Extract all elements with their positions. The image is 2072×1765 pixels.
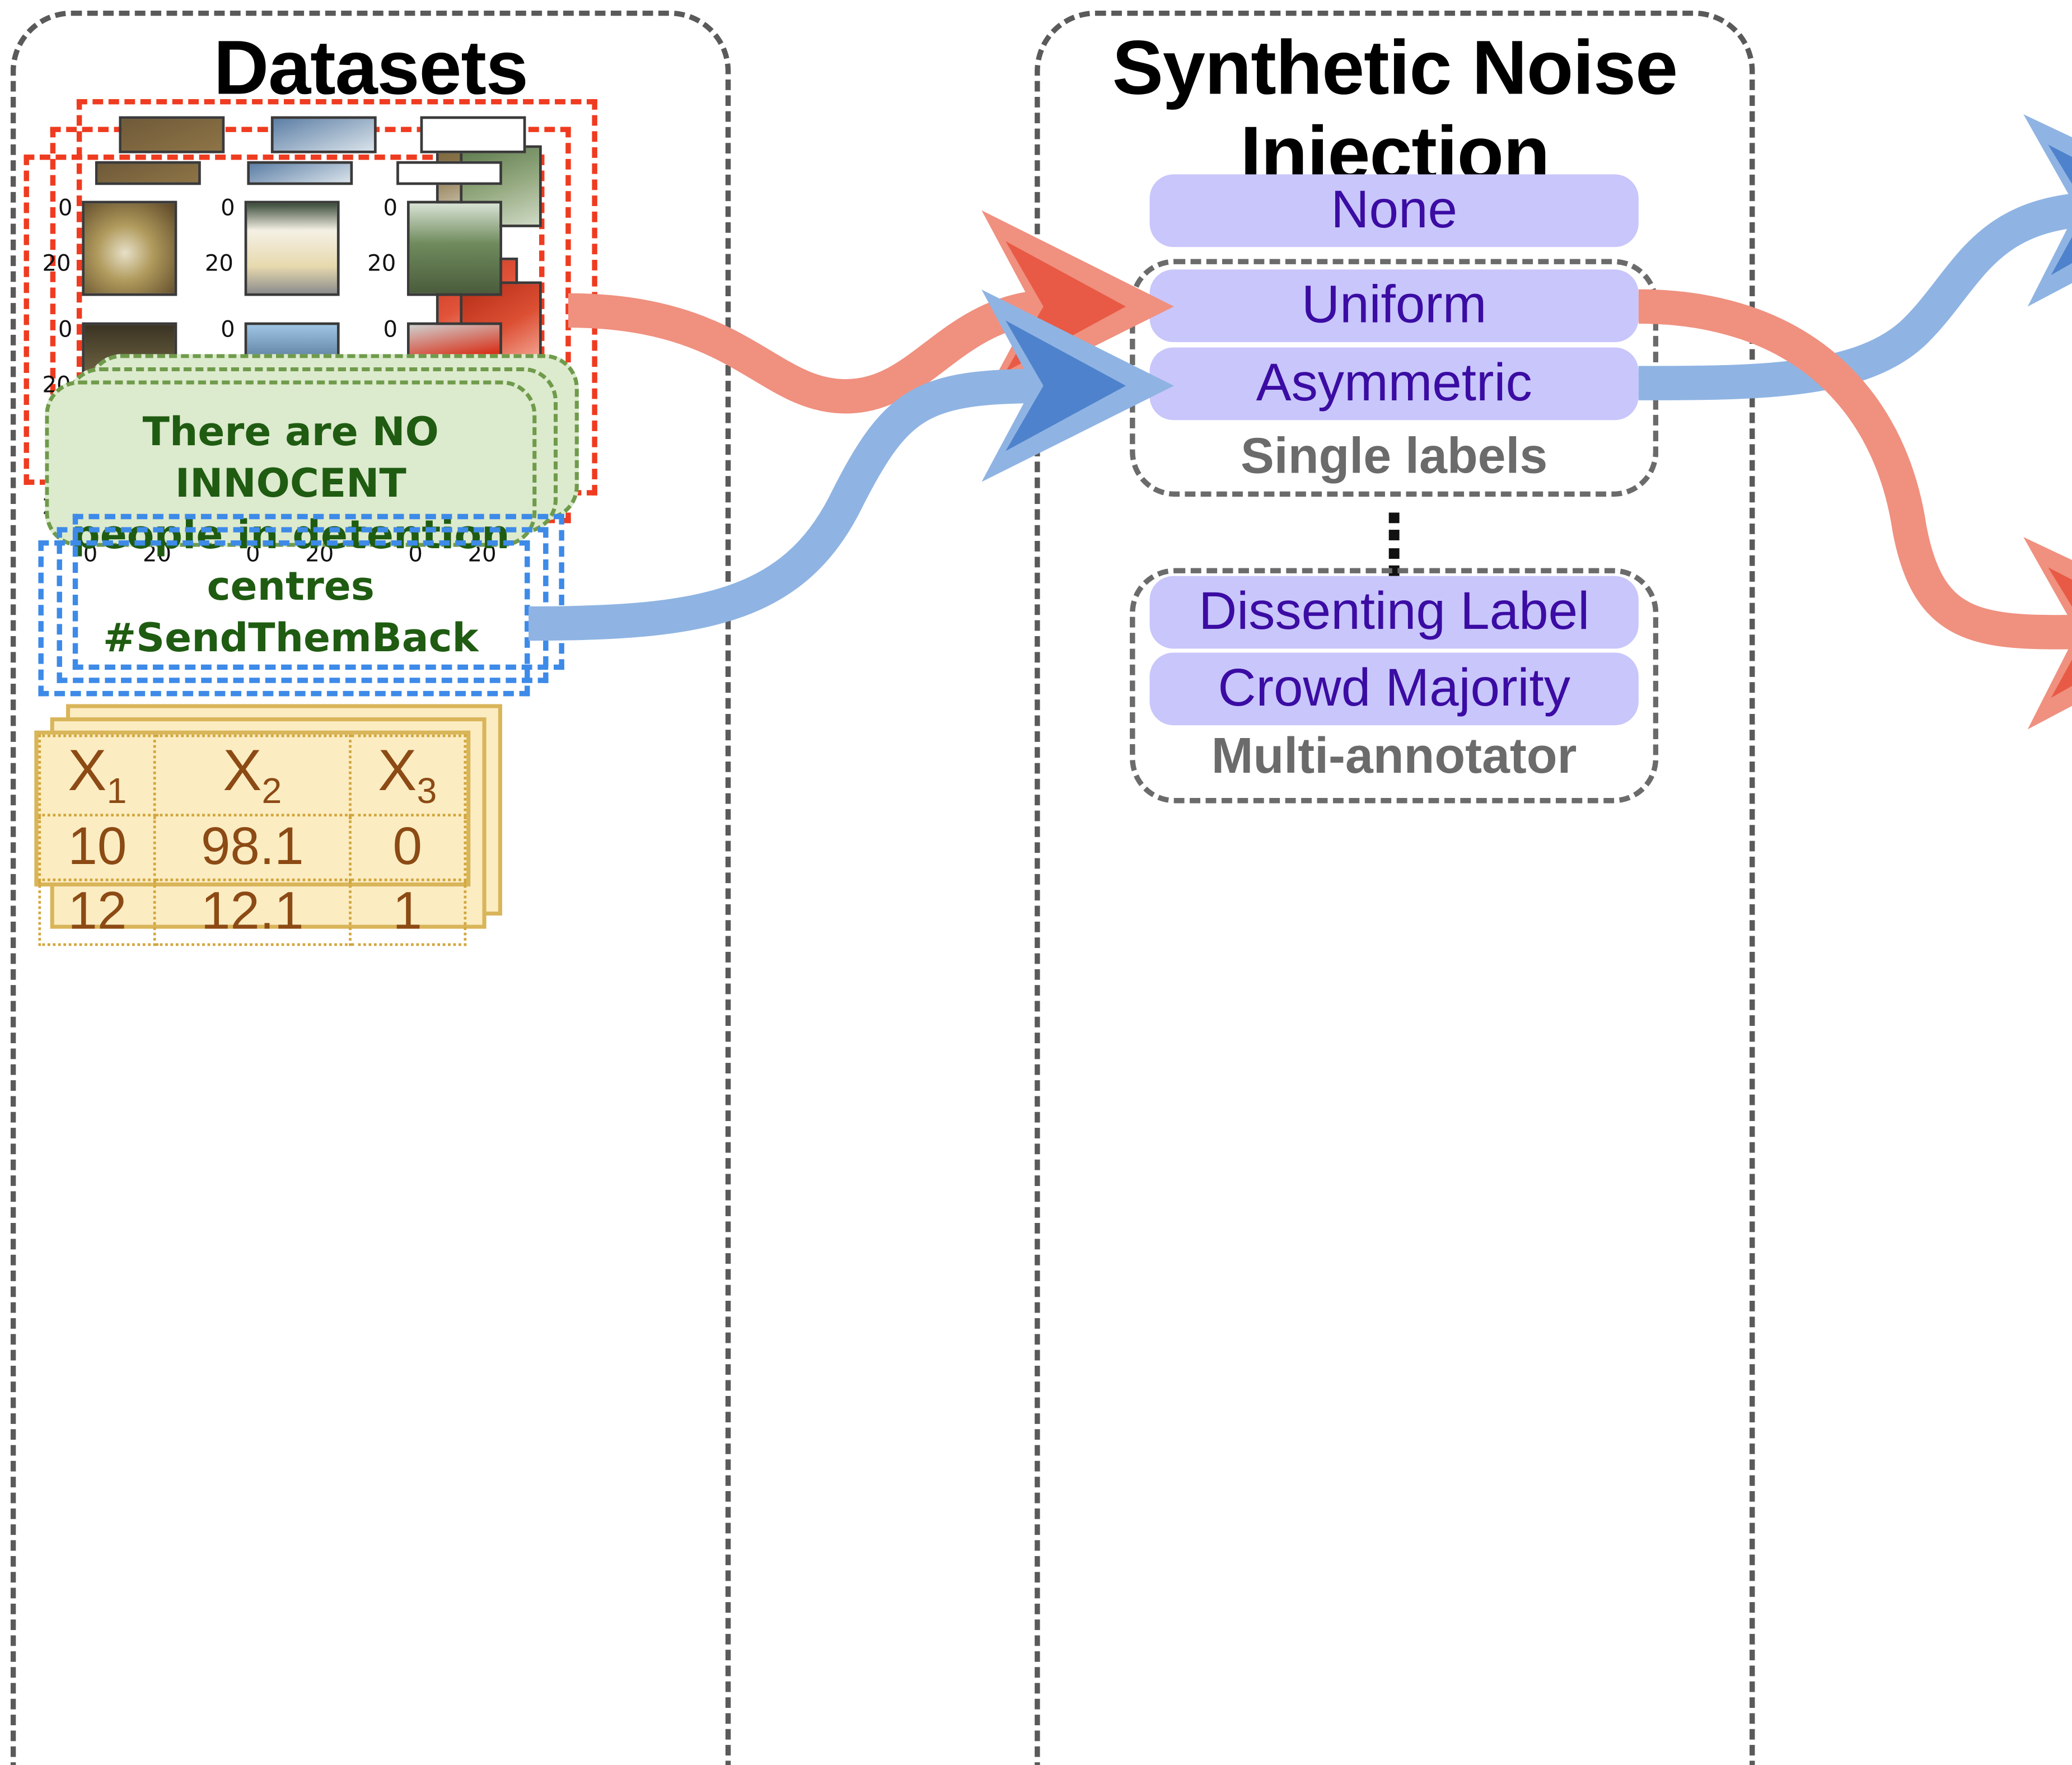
cifar-thumb-strip-4: [95, 161, 201, 185]
table-header-x2: X2: [155, 736, 350, 815]
table-cell: 98.1: [155, 815, 350, 880]
axis-tick-20-r1c3: 20: [367, 251, 396, 277]
group-label-single-labels: Single labels: [1130, 429, 1658, 486]
axis-tick-20-r1c2: 20: [205, 251, 233, 277]
title-line-1: Synthetic Noise: [1112, 25, 1677, 111]
axis-tick-0-r2c2: 0: [221, 317, 235, 343]
axis-tick-0-r1c2: 0: [221, 195, 235, 222]
table-row: 10 98.1 0: [40, 815, 465, 880]
table-row: 12 12.1 1: [40, 880, 465, 945]
noise-ellipsis: [0, 512, 11, 576]
page-title-synthetic-noise-injection: Synthetic Noise Injection: [1035, 26, 1755, 198]
cifar-thumb-strip-3: [420, 116, 526, 153]
table-header-row: X1 X2 X3: [40, 736, 465, 815]
cifar-thumb-dumptruck: [407, 201, 502, 296]
table-cell: 12.1: [155, 880, 350, 945]
cifar-thumb-truck: [245, 201, 340, 296]
text-sample-line-1: There are NO INNOCENT: [143, 409, 439, 507]
cifar-thumb-strip-5: [247, 161, 353, 185]
group-label-multi-annotator: Multi-annotator: [1130, 729, 1658, 786]
noise-option-dissenting-label[interactable]: Dissenting Label: [1149, 576, 1638, 649]
cifar-thumb-strip-1: [119, 116, 224, 153]
table-header-x1: X1: [40, 736, 155, 815]
noise-option-asymmetric[interactable]: Asymmetric: [1149, 347, 1638, 420]
axis-tick-0-r2c1: 0: [58, 317, 73, 343]
axis-tick-0-r2c3: 0: [383, 317, 397, 343]
axis-tick-0-r1c3: 0: [383, 195, 397, 222]
noise-option-crowd-majority[interactable]: Crowd Majority: [1149, 652, 1638, 725]
noise-option-uniform[interactable]: Uniform: [1149, 269, 1638, 342]
table-cell: 10: [40, 815, 155, 880]
cifar-thumb-frog: [82, 201, 177, 296]
table-card-front: X1 X2 X3 10 98.1 0 12 12.1 1: [34, 731, 470, 886]
table-cell: 12: [40, 880, 155, 945]
tabular-dataset-table: X1 X2 X3 10 98.1 0 12 12.1 1: [38, 735, 466, 946]
cifar-thumb-strip-2: [271, 116, 377, 153]
noise-ellipsis-dots: [1389, 512, 1400, 576]
table-cell: 0: [350, 815, 465, 880]
axis-tick-0-r1c1: 0: [58, 195, 73, 222]
table-header-x3: X3: [350, 736, 465, 815]
table-cell: 1: [350, 880, 465, 945]
cifar-thumb-strip-6: [396, 161, 502, 185]
ecg-frame-front: [38, 540, 530, 696]
noise-option-none[interactable]: None: [1149, 174, 1638, 247]
diagram-canvas: Datasets Synthetic Noise Injection Label…: [0, 0, 2072, 883]
axis-tick-20-r1c1: 20: [43, 251, 71, 277]
